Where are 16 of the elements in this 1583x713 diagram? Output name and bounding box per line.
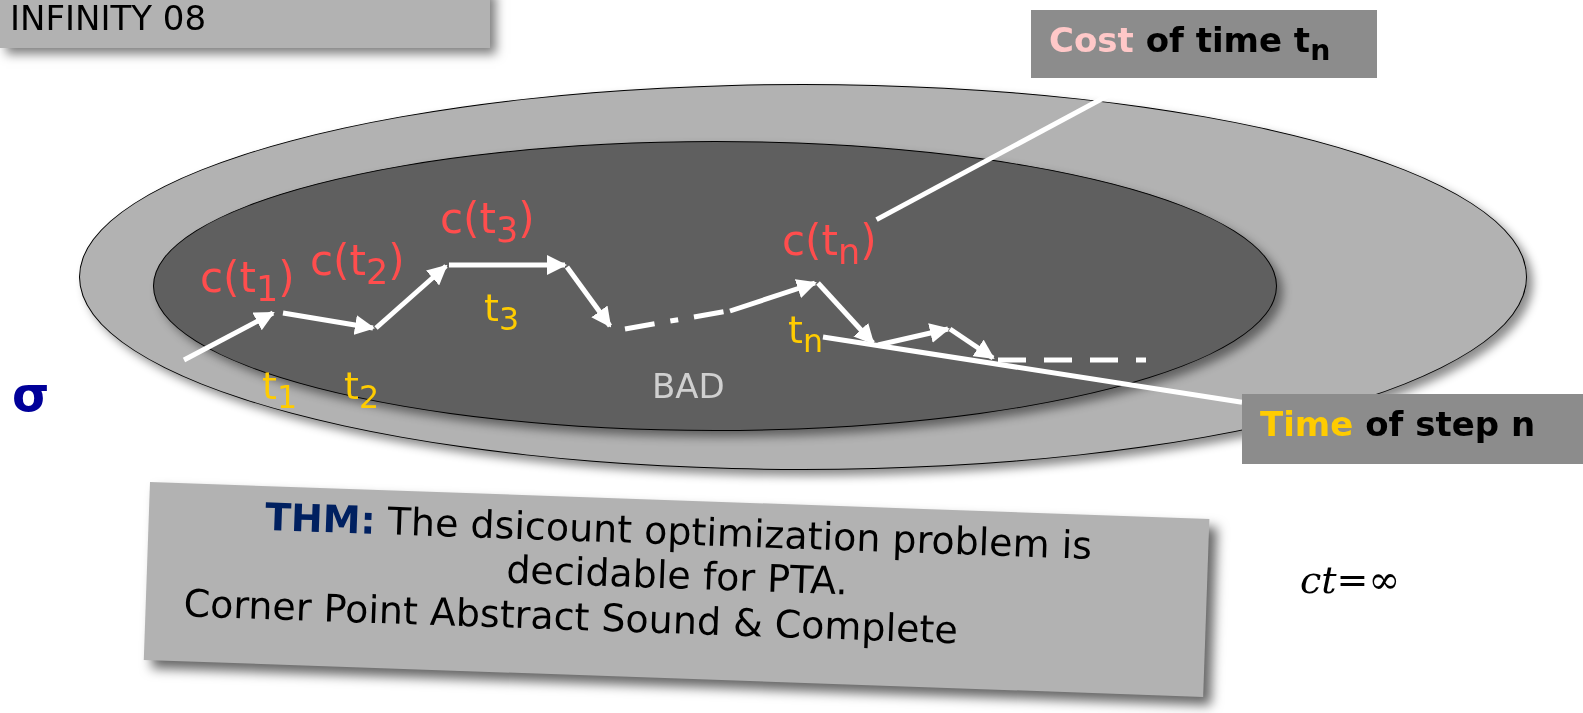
math-label: t$_{3}$: [484, 288, 520, 337]
math-label: c(t$_{3}$): [440, 196, 535, 250]
leader-line: [822, 334, 1243, 405]
formula-label: ct=∞: [1300, 560, 1401, 602]
callout-box: Cost of time t$_{n}$: [1031, 10, 1377, 78]
sigma-symbol: σ: [12, 368, 50, 421]
math-label: t$_{2}$: [344, 366, 380, 415]
region-label: BAD: [652, 368, 725, 406]
callout-box: Time of step n: [1242, 394, 1583, 464]
math-label: c(t$_{n}$): [782, 218, 877, 272]
theorem-box: [143, 482, 1210, 697]
math-label: c(t$_{2}$): [310, 238, 405, 292]
math-label: c(t$_{1}$): [200, 255, 295, 309]
math-label: t$_{1}$: [262, 366, 298, 415]
title-banner: INFINITY 08: [0, 0, 490, 48]
math-label: t$_{n}$: [788, 310, 823, 359]
